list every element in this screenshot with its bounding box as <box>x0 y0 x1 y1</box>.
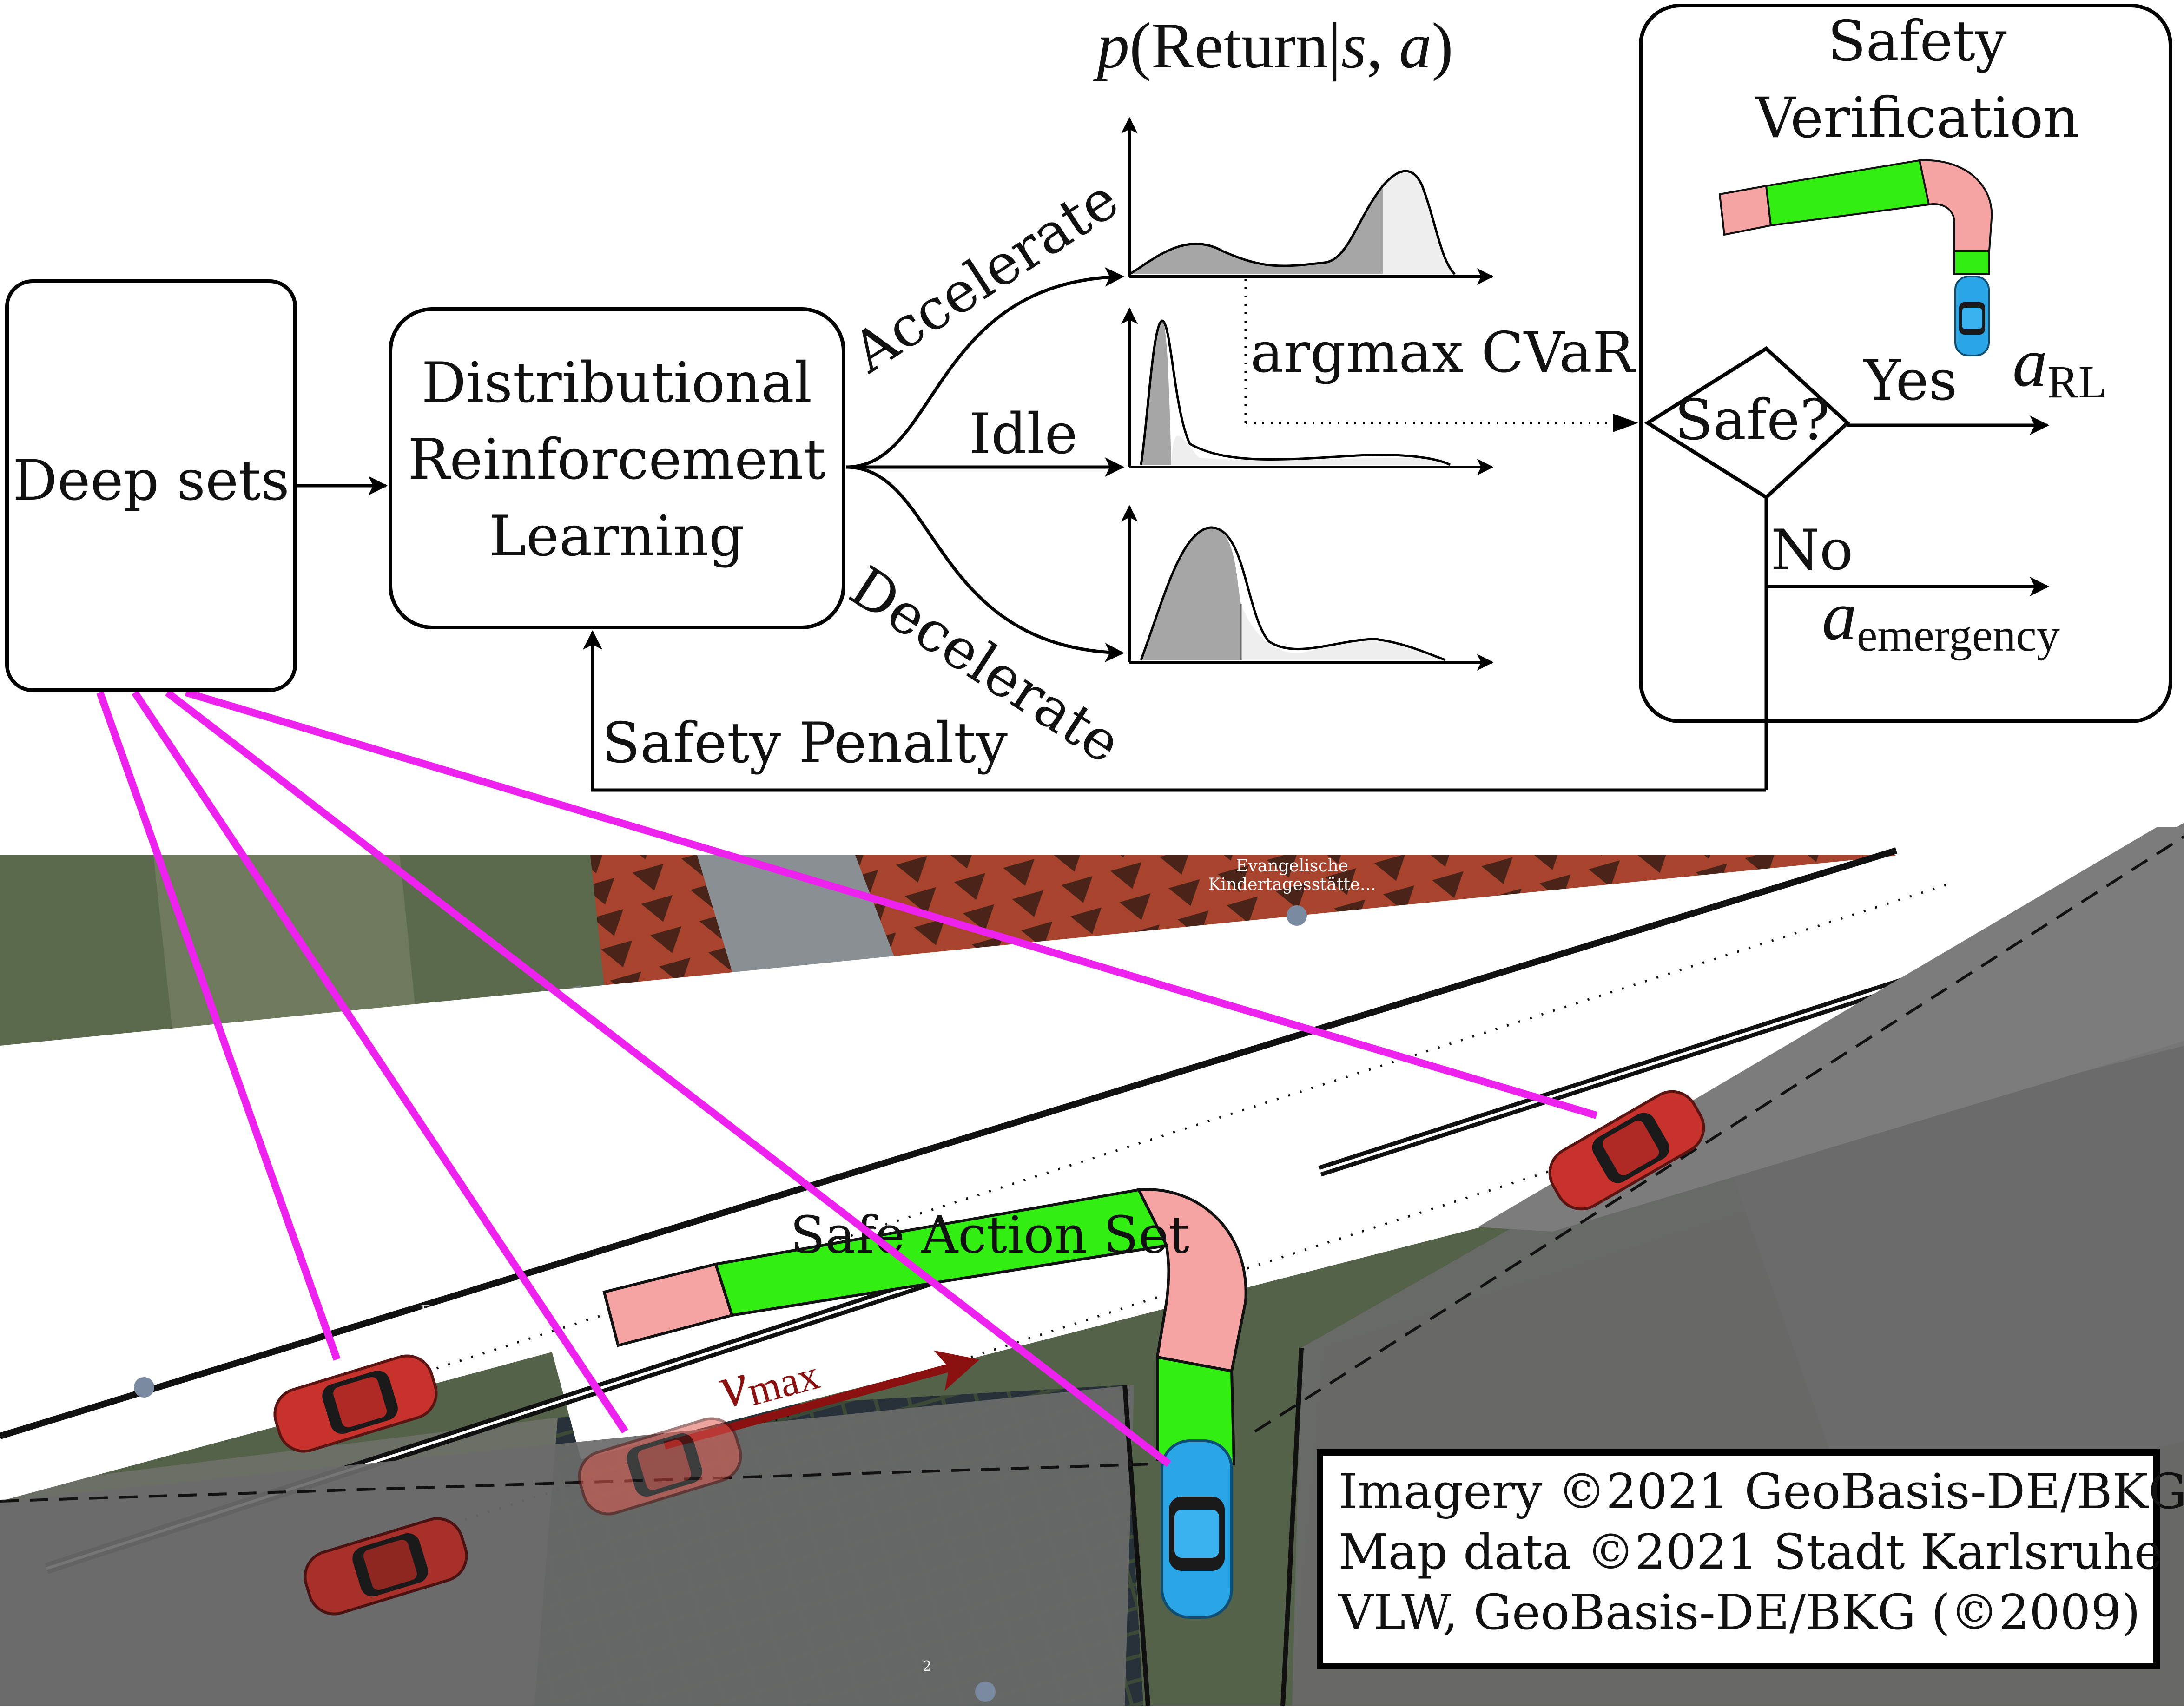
branch-accelerate <box>845 267 1125 469</box>
dist-curve <box>1140 319 1451 466</box>
dist-curve <box>1140 526 1446 661</box>
connector-car-ghost <box>132 690 628 1434</box>
occluding-wall-west <box>1122 1385 1150 1706</box>
occlusion-zone-west <box>0 1385 1134 1706</box>
map-pin-icon[interactable] <box>134 1377 154 1398</box>
deep-sets-label: Deep sets <box>13 448 290 513</box>
other-car-ghost <box>578 1417 742 1516</box>
mini-safe-action-set-icon <box>1718 159 1993 356</box>
occluding-wall-east <box>1280 1347 1304 1706</box>
dist-plot-accelerate <box>1121 117 1494 423</box>
unsafe-segment-curve <box>1136 1188 1247 1373</box>
connector-ego-car <box>165 689 1171 1467</box>
copyright-line2: Map data ©2021 Stadt Karlsruhe <box>1339 1523 2163 1580</box>
other-car-1 <box>273 1354 438 1453</box>
dist-area-rest <box>1241 604 1445 660</box>
connector-car-3 <box>185 689 1598 1119</box>
map-label-haus: atthias-Claudius-Haus <box>0 1347 188 1398</box>
connector-car-1 <box>96 691 341 1361</box>
map-pin-icon[interactable] <box>1287 905 1307 926</box>
road-edge-top <box>0 847 1898 1439</box>
copyright-frame <box>1317 1449 2160 1669</box>
label-accelerate: Accelerate <box>841 167 1129 386</box>
dist-plot-idle <box>1121 307 1494 475</box>
copyright-box: Imagery ©2021 GeoBasis-DE/BKG, Map data … <box>1317 1449 2184 1669</box>
label-safety-penalty: Safety Penalty <box>602 711 1008 776</box>
map-label-kita: Evangelische Kindertagesstätte... <box>1208 857 1376 926</box>
drl-line2: Reinforcement <box>408 428 826 492</box>
drl-line3: Learning <box>489 504 744 569</box>
label-argmax: argmax CVaR <box>1250 321 1636 385</box>
occlusion-boundary-east <box>1254 835 2184 1433</box>
drl-box <box>389 307 845 629</box>
map-label-2: 2 <box>923 1658 931 1675</box>
other-car-3 <box>1548 1090 1705 1211</box>
label-a-rl: aRL <box>2012 324 2107 408</box>
safe-question-label: Safe? <box>1675 388 1830 453</box>
safe-action-set-label: Safe Action Set <box>790 1205 1189 1265</box>
other-car-2 <box>304 1517 468 1616</box>
occlusion-boundary-west <box>0 1463 1153 1503</box>
label-a-emergency: aemergency <box>1822 577 2060 661</box>
safe-segment-end <box>1156 1355 1236 1466</box>
arrow-safety-penalty <box>583 630 1766 792</box>
label-yes: Yes <box>1863 349 1957 413</box>
argmax-arrowhead <box>1613 414 1638 432</box>
map-label-ev: Ev. <box>421 1303 442 1319</box>
dist-area-rest <box>1383 171 1455 274</box>
copyright-line1: Imagery ©2021 GeoBasis-DE/BKG, <box>1339 1463 2184 1520</box>
dist-area-cvar <box>1141 528 1241 660</box>
dist-curve <box>1128 170 1456 276</box>
road-surface-lower <box>0 855 2184 1501</box>
safe-action-set-shape: Safe Action Set <box>602 1188 1247 1466</box>
dist-area-cvar <box>1141 321 1171 465</box>
dist-plot-decelerate <box>1121 505 1494 671</box>
branch-decelerate <box>845 465 1125 663</box>
dist-title: p(Return|s, a) <box>1093 10 1453 82</box>
label-idle: Idle <box>969 402 1078 467</box>
haus-label: atthias-Claudius-Haus <box>0 1347 188 1366</box>
dist-area-cvar <box>1129 186 1383 274</box>
drl-line1: Distributional <box>422 351 812 415</box>
ego-car <box>1161 1439 1233 1619</box>
dist-area-rest <box>1171 435 1450 465</box>
deep-sets-box <box>5 279 297 692</box>
kita-line2: Kindertagesstätte... <box>1208 875 1376 894</box>
block-diagram: Deep sets Distributional Reinforcement L… <box>5 4 2172 792</box>
map-pin-icon[interactable] <box>975 1682 996 1702</box>
copyright-line3: VLW, GeoBasis-DE/BKG (©2009) <box>1338 1584 2140 1641</box>
mini-ego-car <box>1954 276 1990 356</box>
safety-title-line2: Verification <box>1754 86 2079 151</box>
label-no: No <box>1771 518 1853 583</box>
safety-title-line1: Safety <box>1828 9 2006 74</box>
kita-line1: Evangelische <box>1236 857 1348 876</box>
deep-sets-connectors <box>96 689 1598 1467</box>
